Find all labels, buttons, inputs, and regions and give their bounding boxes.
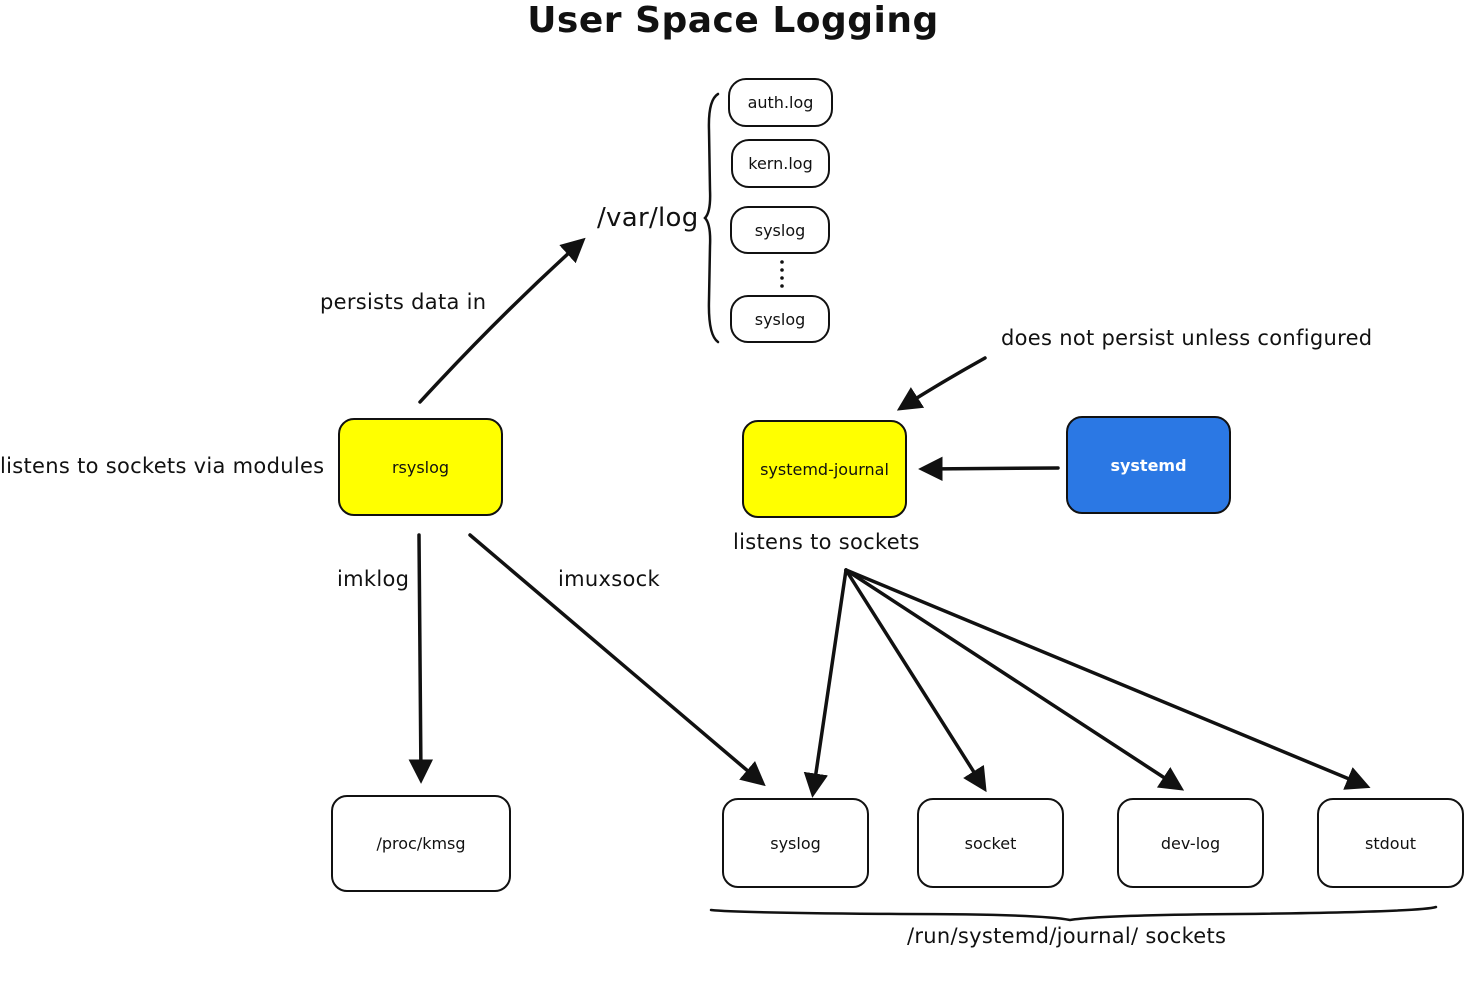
ellipsis-dots xyxy=(780,260,784,288)
node-auth-log: auth.log xyxy=(728,78,833,127)
node-socket-stdout: stdout xyxy=(1317,798,1464,888)
arrow-not-persist xyxy=(896,356,987,411)
node-systemd: systemd xyxy=(1066,416,1231,514)
node-rsyslog: rsyslog xyxy=(338,418,503,516)
label-does-not-persist: does not persist unless configured xyxy=(1001,326,1373,350)
arrow-systemd xyxy=(918,456,1060,482)
brace-sockets xyxy=(709,905,1438,922)
node-socket-socket: socket xyxy=(917,798,1064,888)
arrow-to-socket xyxy=(844,568,987,793)
node-socket-syslog: syslog xyxy=(722,798,869,888)
arrow-imuxsock xyxy=(468,533,766,787)
node-kern-log: kern.log xyxy=(731,139,830,188)
label-run-sockets: /run/systemd/journal/ sockets xyxy=(907,924,1227,948)
node-syslog-file-1: syslog xyxy=(730,206,830,254)
arrow-to-stdout xyxy=(844,568,1371,790)
label-persists: persists data in xyxy=(320,290,487,314)
label-imklog: imklog xyxy=(337,567,410,591)
label-listens-modules: listens to sockets via modules xyxy=(0,454,325,478)
arrow-to-devlog xyxy=(844,568,1185,791)
node-proc-kmsg: /proc/kmsg xyxy=(331,795,511,892)
node-systemd-journal: systemd-journal xyxy=(742,420,907,518)
brace-var-log xyxy=(703,92,720,344)
node-socket-devlog: dev-log xyxy=(1117,798,1264,888)
arrow-to-syslog xyxy=(803,568,848,798)
arrow-persists xyxy=(418,237,586,404)
label-var-log: /var/log xyxy=(597,203,699,233)
arrow-imklog xyxy=(408,533,434,784)
label-imuxsock: imuxsock xyxy=(558,567,660,591)
label-listens-sockets: listens to sockets xyxy=(733,530,920,554)
diagram-title: User Space Logging xyxy=(527,0,939,41)
node-syslog-file-2: syslog xyxy=(730,295,830,343)
